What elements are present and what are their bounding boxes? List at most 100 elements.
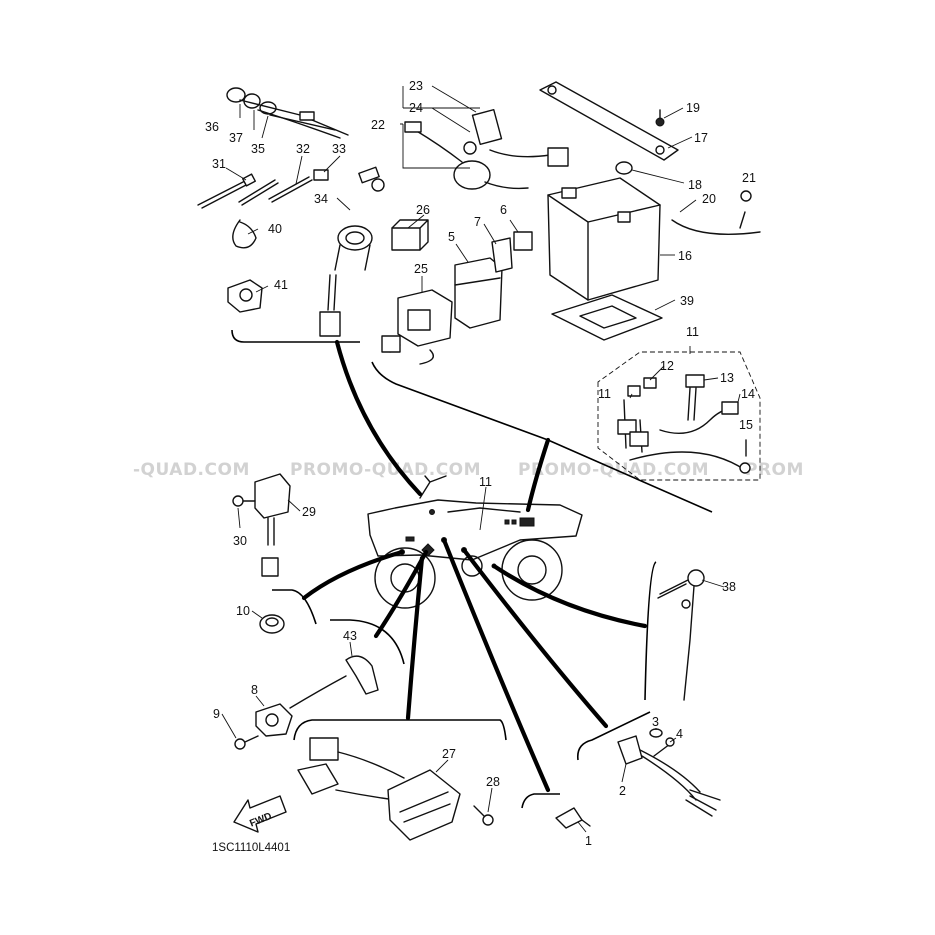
callout-22[interactable]: 21 — [742, 171, 756, 185]
callout-43[interactable]: 43 — [343, 629, 357, 643]
callout-33[interactable]: 32 — [296, 142, 310, 156]
callout-6[interactable]: 6 — [500, 203, 507, 217]
part-switch-39[interactable] — [657, 569, 705, 701]
callout-35[interactable]: 34 — [314, 192, 328, 206]
callout-23[interactable]: 22 — [371, 118, 385, 132]
watermark: PROM — [745, 460, 804, 480]
callout-41[interactable]: 40 — [268, 222, 282, 236]
part-caps[interactable] — [226, 87, 349, 139]
part-screw-4[interactable] — [653, 737, 675, 757]
callout-17[interactable]: 16 — [678, 249, 692, 263]
callout-15[interactable]: 14 — [741, 387, 755, 401]
callout-29[interactable]: 28 — [486, 775, 500, 789]
group-battery — [539, 81, 761, 341]
callout-38[interactable]: 37 — [229, 131, 243, 145]
watermark-row: -QUAD.COM PROMO-QUAD.COM PROMO-QUAD.COM … — [133, 460, 804, 480]
callout-20[interactable]: 19 — [686, 101, 700, 115]
part-fuse-6[interactable] — [513, 231, 533, 251]
part-cdi-26[interactable] — [381, 289, 453, 365]
part-plug-cap-43[interactable] — [345, 655, 379, 695]
callout-5[interactable]: 5 — [448, 230, 455, 244]
callout-42[interactable]: 41 — [274, 278, 288, 292]
callout-9[interactable]: 9 — [213, 707, 220, 721]
callout-19[interactable]: 18 — [688, 178, 702, 192]
watermark: -QUAD.COM — [133, 460, 250, 480]
fwd-arrow-icon: FWD — [233, 795, 287, 833]
callout-11-vehicle[interactable]: 11 — [479, 475, 492, 489]
part-holder[interactable] — [227, 279, 263, 313]
callout-10[interactable]: 10 — [236, 604, 250, 618]
callout-labels: 23 24 22 19 17 18 21 20 16 39 11 12 13 1… — [205, 79, 756, 848]
part-clamp[interactable] — [232, 219, 257, 249]
part-battery-pad[interactable] — [551, 294, 663, 341]
part-damper-19[interactable] — [615, 161, 633, 175]
part-bolt-9[interactable] — [234, 735, 259, 750]
part-relay-30[interactable] — [254, 473, 291, 577]
part-screw-31[interactable] — [232, 495, 256, 507]
group-top-middle — [371, 108, 713, 513]
part-washer-3[interactable] — [649, 728, 663, 738]
callout-14[interactable]: 13 — [720, 371, 734, 385]
callout-31[interactable]: 30 — [233, 534, 247, 548]
group-bracket — [644, 561, 657, 701]
drawing-code: 1SC1110L4401 — [212, 842, 290, 854]
group-bracket — [272, 589, 317, 625]
part-harness[interactable] — [617, 374, 751, 474]
callout-25[interactable]: 24 — [409, 101, 423, 115]
part-battery[interactable] — [547, 177, 661, 301]
callout-32[interactable]: 31 — [212, 157, 226, 171]
callout-8[interactable]: 8 — [251, 683, 258, 697]
callout-3[interactable]: 3 — [652, 715, 659, 729]
callout-30[interactable]: 29 — [302, 505, 316, 519]
callout-40[interactable]: 39 — [680, 294, 694, 308]
group-top-left — [197, 87, 385, 343]
group-bracket — [231, 329, 360, 343]
part-sensor-10[interactable] — [259, 614, 285, 634]
group-line — [371, 361, 713, 513]
group-harness — [597, 351, 761, 481]
part-coil-8[interactable] — [255, 675, 347, 737]
callout-11-harness[interactable]: 11 — [686, 325, 699, 339]
callout-4[interactable]: 4 — [676, 727, 683, 741]
part-sensor-1[interactable] — [555, 807, 591, 829]
group-rectifier — [293, 719, 507, 841]
callout-34[interactable]: 33 — [332, 142, 346, 156]
callout-24[interactable]: 23 — [409, 79, 423, 93]
pointer-lines — [301, 339, 648, 793]
callout-13[interactable]: 12 — [660, 359, 674, 373]
part-rectifier-28[interactable] — [297, 737, 461, 841]
part-relay-27[interactable] — [391, 219, 429, 251]
part-bracket-7[interactable] — [491, 237, 513, 273]
part-main-switch[interactable] — [319, 166, 385, 337]
callout-18[interactable]: 17 — [694, 131, 708, 145]
part-bolt-29[interactable] — [473, 805, 494, 826]
group-right — [521, 561, 721, 829]
callout-28[interactable]: 27 — [442, 747, 456, 761]
callout-16[interactable]: 15 — [739, 418, 753, 432]
callout-37[interactable]: 36 — [205, 120, 219, 134]
callout-12[interactable]: 11 — [598, 387, 611, 401]
watermark: PROMO-QUAD.COM — [518, 460, 709, 480]
harness-box — [597, 351, 761, 481]
leader-lines — [221, 85, 741, 833]
group-bracket — [521, 793, 560, 809]
callout-7[interactable]: 7 — [474, 215, 481, 229]
part-cable-ties[interactable] — [197, 169, 329, 209]
callout-39[interactable]: 38 — [722, 580, 736, 594]
group-bracket — [293, 719, 507, 741]
callout-21[interactable]: 20 — [702, 192, 716, 206]
part-sensor-2[interactable] — [617, 735, 721, 817]
callout-27[interactable]: 26 — [416, 203, 430, 217]
part-minus-lead[interactable] — [671, 190, 761, 235]
group-left — [232, 473, 405, 750]
callout-1[interactable]: 1 — [585, 834, 592, 848]
group-bracket — [330, 619, 405, 665]
callout-2[interactable]: 2 — [619, 784, 626, 798]
part-starter-relay[interactable] — [404, 108, 569, 190]
callout-36[interactable]: 35 — [251, 142, 265, 156]
atv-vehicle[interactable] — [367, 475, 583, 609]
part-battery-band[interactable] — [539, 81, 679, 161]
callout-26[interactable]: 25 — [414, 262, 428, 276]
part-relay-5[interactable] — [454, 257, 503, 329]
